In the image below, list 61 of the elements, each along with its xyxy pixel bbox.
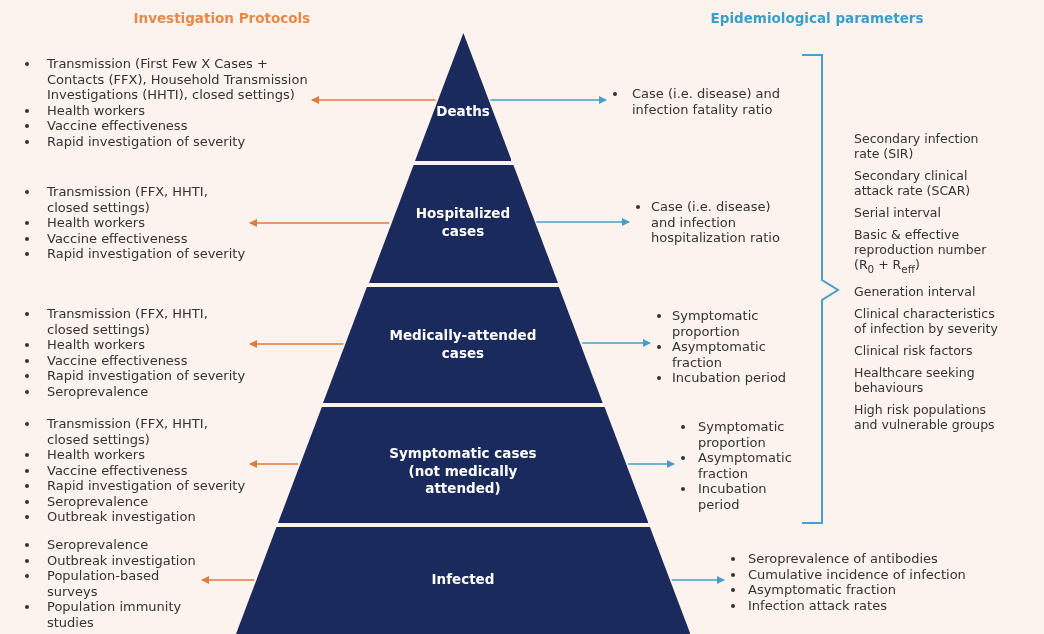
list-item-text: Rapid investigation of severity: [47, 368, 246, 383]
tier-label: Medically-attended cases: [388, 327, 538, 363]
list-item-text: Seroprevalence: [47, 537, 149, 552]
list-item-text: Population-based surveys: [47, 568, 160, 599]
column-heading: Investigation Protocols: [133, 10, 311, 26]
list-item-text: Health workers: [47, 215, 145, 230]
list-item-text: Seroprevalence: [47, 383, 149, 399]
arrow: [249, 219, 390, 227]
parameter-text: Secondary clinical attack rate (SCAR): [854, 168, 972, 198]
parameter-text: Secondary infection rate (SIR): [854, 131, 980, 161]
list-item-text: Vaccine effectiveness: [47, 118, 188, 133]
list-item-text: Symptomatic proportion: [698, 419, 785, 450]
arrow: [489, 96, 607, 104]
list-item-text: Transmission (First Few X Cases + Contacts (FFX), Household Transmission Investigations (HHTI), closed settings): [47, 56, 308, 102]
parameter-text: Clinical risk factors: [854, 342, 974, 358]
list-item-text: Rapid investigation of severity: [47, 133, 246, 149]
arrow: [311, 96, 437, 104]
list-item-text: Case (i.e. disease) and infection hospitalization ratio: [651, 199, 780, 245]
list-item-text: Rapid investigation of severity: [47, 478, 246, 493]
list-item-text: Seroprevalence of antibodies: [748, 551, 938, 566]
list-item-text: Incubation period: [672, 370, 787, 385]
list-item-text: Transmission (FFX, HHTI, closed settings): [47, 306, 208, 337]
column-heading: Epidemiological parameters: [710, 10, 924, 26]
list-item-text: Outbreak investigation: [47, 509, 196, 524]
list-item-text: Vaccine effectiveness: [47, 462, 188, 478]
list-item-text: Infection attack rates: [748, 597, 887, 613]
parameter-text: High risk populations and vulnerable groups: [854, 401, 996, 432]
tier-label: Deaths: [436, 103, 490, 121]
list-item-text: Asymptomatic fraction: [672, 339, 766, 370]
arrow: [670, 576, 725, 584]
parameter-text: Clinical characteristics of infection by severity: [854, 305, 999, 336]
parameter-text: Healthcare seeking behaviours: [854, 364, 976, 395]
parameter-text: Serial interval: [854, 205, 942, 220]
list-item-text: Case (i.e. disease) and infection fatality ratio: [632, 86, 781, 117]
list-item-text: Rapid investigation of severity: [47, 246, 246, 261]
list-item-text: Health workers: [47, 337, 145, 352]
list-item-text: Vaccine effectiveness: [47, 352, 188, 368]
list-item-text: Asymptomatic fraction: [698, 450, 792, 481]
arrow: [249, 460, 299, 468]
list-item-text: Health workers: [47, 102, 145, 118]
arrow: [581, 339, 651, 347]
list-item-text: Transmission (FFX, HHTI, closed settings): [47, 416, 208, 447]
list-item-text: Incubation period: [698, 481, 767, 512]
list-item-text: Asymptomatic fraction: [748, 582, 896, 597]
arrow: [627, 460, 675, 468]
arrow: [201, 576, 256, 584]
list-item-text: Transmission (FFX, HHTI, closed settings): [47, 184, 208, 215]
list-item-text: Population immunity studies: [47, 599, 182, 630]
list-item-text: Health workers: [47, 447, 145, 462]
tier-label: Infected: [431, 571, 495, 589]
tier-label: Symptomatic cases (not medically attended): [388, 445, 538, 498]
arrow: [249, 340, 345, 348]
parameter-text: Generation interval: [854, 283, 977, 299]
arrow: [535, 218, 630, 226]
list-item-text: Vaccine effectiveness: [47, 230, 188, 246]
list-item-text: Cumulative incidence of infection: [748, 566, 966, 582]
parameter-text: Basic & effective reproduction number (R$_{0}$ + R$_{eff}$): [854, 227, 988, 277]
tier-label: Hospitalized cases: [414, 205, 512, 241]
list-item-text: Seroprevalence: [47, 493, 149, 509]
list-item-text: Outbreak investigation: [47, 552, 196, 568]
list-item-text: Symptomatic proportion: [672, 308, 759, 339]
